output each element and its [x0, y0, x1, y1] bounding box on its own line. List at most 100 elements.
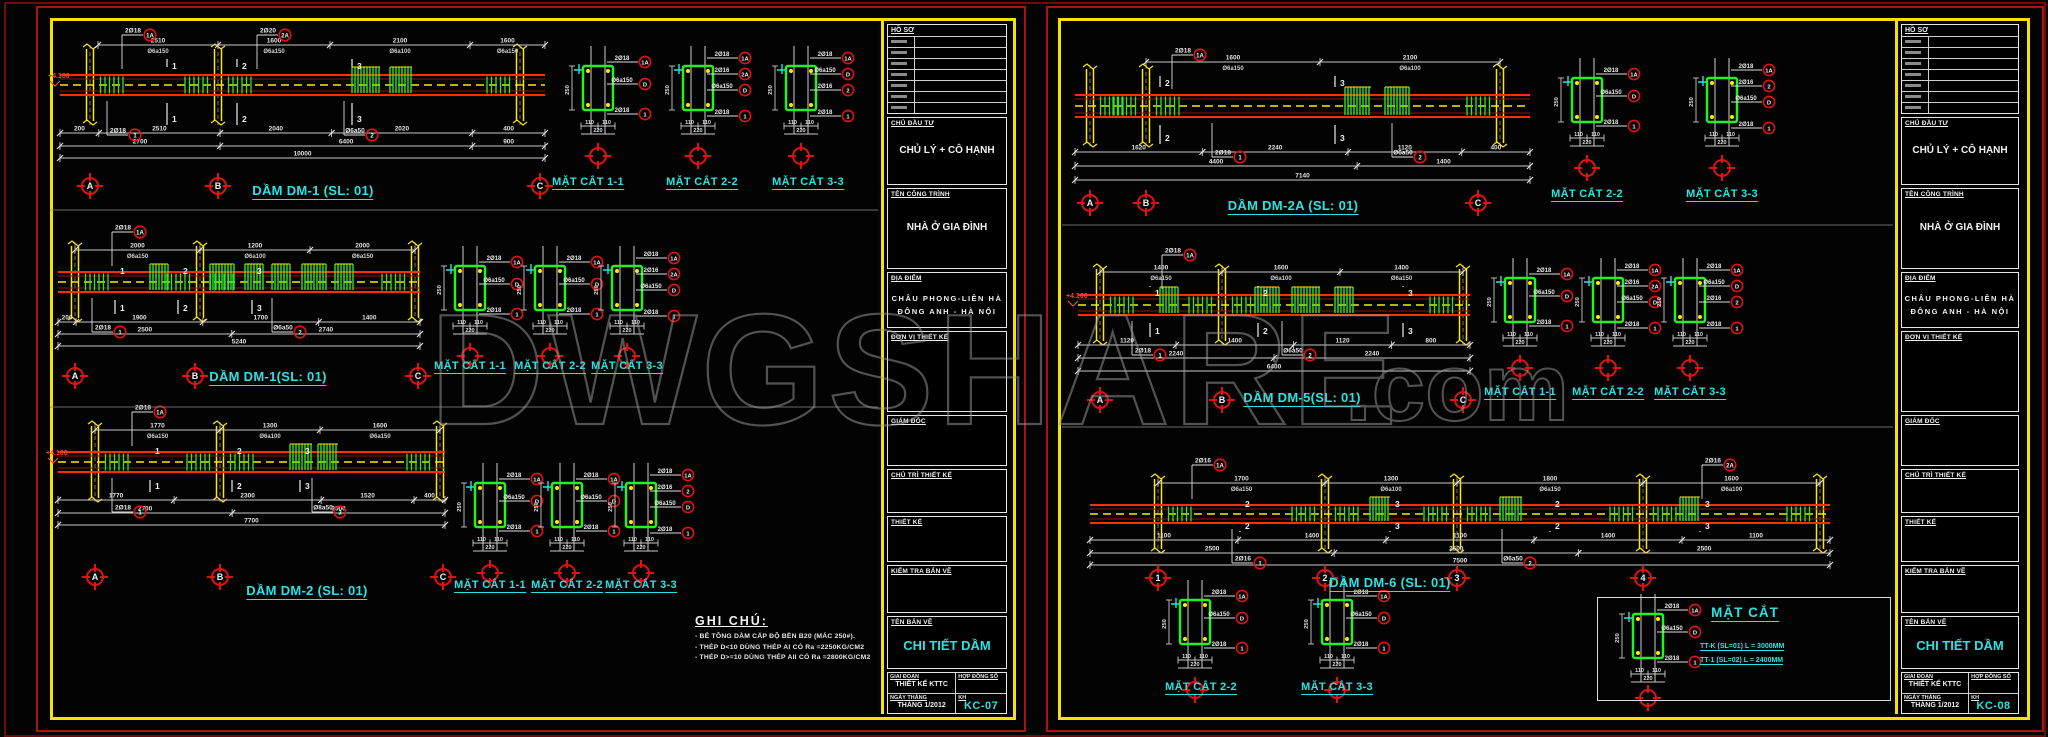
svg-text:2700: 2700 [133, 139, 148, 146]
svg-text:220: 220 [465, 328, 474, 334]
svg-text:2: 2 [237, 481, 242, 491]
svg-text:Ø6a150: Ø6a150 [1703, 280, 1725, 286]
svg-text:Ø6a150: Ø6a150 [497, 49, 519, 55]
crosshair-marker [477, 560, 503, 586]
svg-text:1A: 1A [1651, 268, 1659, 274]
svg-text:Ø6a150: Ø6a150 [352, 254, 374, 260]
svg-text:2: 2 [1418, 156, 1422, 162]
svg-text:1: 1 [1735, 326, 1739, 332]
crosshair-marker [554, 560, 580, 586]
svg-text:110: 110 [1595, 332, 1604, 338]
svg-text:110: 110 [1182, 654, 1191, 660]
svg-text:250: 250 [1162, 619, 1168, 629]
svg-text:1A: 1A [1380, 594, 1388, 600]
svg-text:B: B [1219, 395, 1226, 405]
svg-text:D: D [612, 499, 616, 505]
svg-text:1620: 1620 [1131, 145, 1146, 152]
svg-text:2020: 2020 [395, 126, 410, 133]
svg-text:1: 1 [595, 312, 599, 318]
title-block-label: TÊN CÔNG TRÌNH [1905, 190, 1964, 198]
svg-text:1800: 1800 [1543, 476, 1558, 483]
svg-text:A: A [72, 371, 79, 381]
title-block-section: ĐƠN VỊ THIẾT KẾ [887, 330, 1007, 412]
svg-text:1A: 1A [593, 260, 601, 266]
section-title: MẶT CẮT 1-1 [454, 579, 526, 593]
svg-text:Ø6a150: Ø6a150 [1208, 612, 1230, 618]
svg-text:Ø6a150: Ø6a150 [1350, 612, 1372, 618]
svg-text:1400: 1400 [1305, 533, 1320, 540]
grid-bubble: 2 [1312, 565, 1338, 591]
svg-text:2Ø18: 2Ø18 [1625, 322, 1640, 328]
svg-text:Ø6a100: Ø6a100 [1270, 276, 1292, 282]
svg-text:6400: 6400 [339, 139, 354, 146]
svg-text:1600: 1600 [373, 423, 388, 430]
section-title: MẶT CẮT 3-3 [1301, 681, 1373, 695]
svg-text:1A: 1A [610, 477, 618, 483]
svg-text:3: 3 [305, 446, 310, 456]
grid-bubble: 3 [1444, 565, 1470, 591]
svg-text:2Ø18: 2Ø18 [125, 28, 141, 35]
svg-text:2Ø18: 2Ø18 [1739, 122, 1754, 128]
svg-text:Ø6a150: Ø6a150 [1539, 487, 1561, 493]
svg-text:2: 2 [1165, 78, 1170, 88]
svg-text:2Ø18: 2Ø18 [1537, 320, 1552, 326]
svg-text:2Ø18: 2Ø18 [1665, 604, 1680, 610]
svg-text:2000: 2000 [130, 243, 145, 250]
grid-bubble: B [182, 363, 208, 389]
svg-text:2: 2 [846, 88, 849, 94]
svg-text:10000: 10000 [293, 151, 311, 158]
svg-text:Ø6a100: Ø6a100 [1721, 487, 1743, 493]
svg-text:2240: 2240 [1365, 351, 1380, 358]
outer-border-frame [4, 2, 2046, 737]
svg-text:1700: 1700 [253, 315, 268, 322]
beam-title-dm5: DẦM DM-5(SL: 01) [1243, 390, 1361, 407]
svg-text:110: 110 [628, 537, 637, 543]
section-title: MẶT CẮT 2-2 [666, 176, 738, 190]
svg-text:1600: 1600 [1274, 265, 1289, 272]
svg-text:2Ø18: 2Ø18 [1604, 68, 1619, 74]
crosshair-marker [788, 143, 814, 169]
svg-text:1: 1 [133, 134, 137, 140]
title-block-label: KIỂM TRA BẢN VẼ [1905, 567, 1966, 575]
svg-text:110: 110 [554, 537, 563, 543]
svg-text:1A: 1A [1196, 54, 1204, 60]
svg-text:110: 110 [1694, 332, 1703, 338]
svg-text:3: 3 [357, 61, 362, 71]
svg-text:110: 110 [602, 120, 611, 126]
svg-text:250: 250 [1615, 633, 1621, 643]
svg-text:3: 3 [1340, 133, 1345, 143]
section-title: MẶT CẮT 2-2 [531, 579, 603, 593]
crosshair-marker [1677, 355, 1703, 381]
svg-text:2Ø16: 2Ø16 [818, 84, 833, 90]
svg-text:220: 220 [1685, 340, 1694, 346]
svg-text:2: 2 [1245, 499, 1250, 509]
svg-text:Ø6a100: Ø6a100 [1380, 487, 1402, 493]
revision-row [1902, 91, 2018, 102]
svg-text:2: 2 [1245, 521, 1250, 531]
svg-text:2: 2 [338, 511, 342, 517]
svg-text:110: 110 [1324, 654, 1333, 660]
svg-text:Ø6a150: Ø6a150 [563, 278, 585, 284]
title-block-section: HỒ SƠ [887, 24, 1007, 114]
svg-text:1700: 1700 [1234, 476, 1249, 483]
svg-text:1: 1 [535, 529, 539, 535]
grid-bubble: A [1077, 190, 1103, 216]
svg-text:Ø6a50: Ø6a50 [1283, 348, 1303, 355]
svg-text:220: 220 [1717, 140, 1726, 146]
svg-text:6400: 6400 [1267, 364, 1282, 371]
svg-text:D: D [1767, 100, 1771, 106]
svg-text:2Ø18: 2Ø18 [1165, 248, 1181, 255]
svg-text:1: 1 [1155, 288, 1160, 298]
svg-text:220: 220 [545, 328, 554, 334]
svg-text:2Ø18: 2Ø18 [110, 128, 126, 135]
